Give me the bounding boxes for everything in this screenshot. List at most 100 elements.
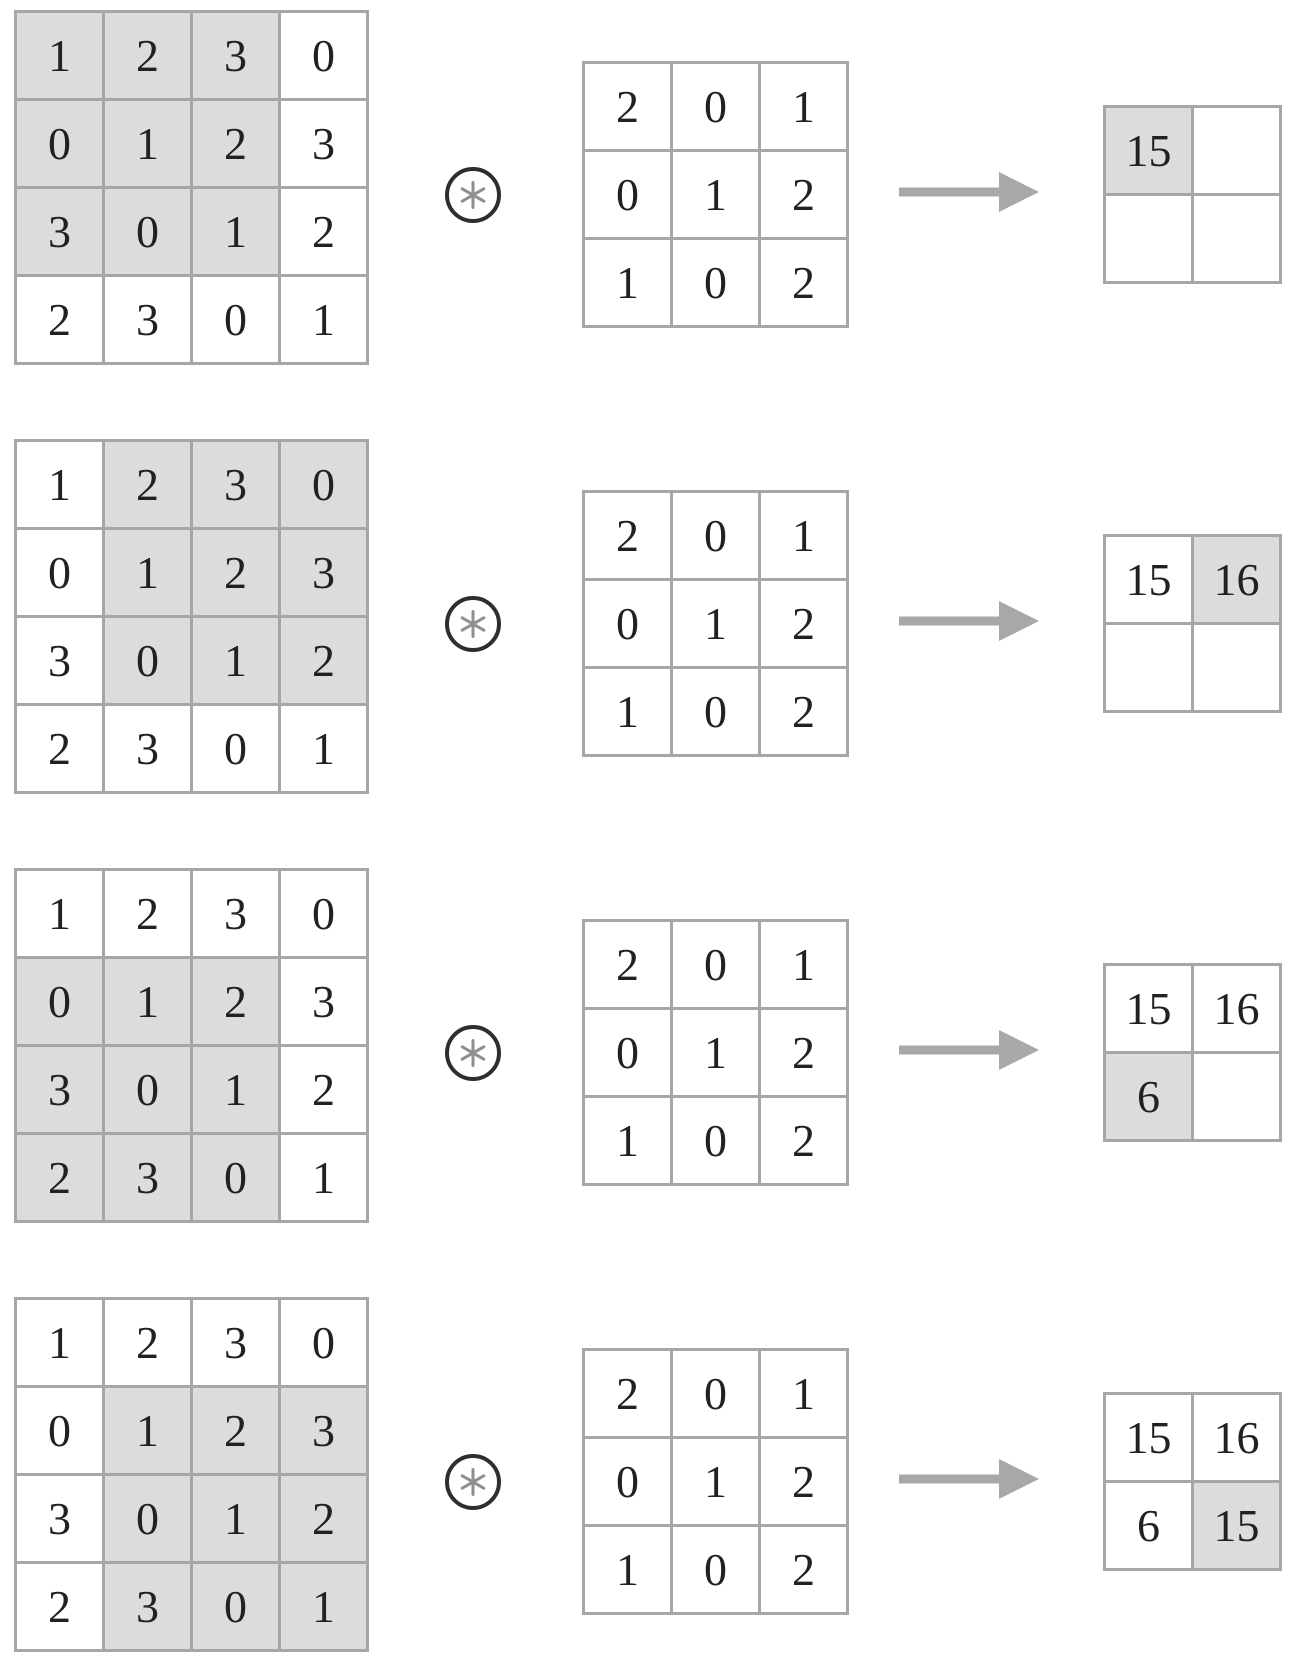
input-cell: 1 <box>281 1564 366 1649</box>
input-cell: 3 <box>193 442 278 527</box>
input-cell: 2 <box>281 1476 366 1561</box>
kernel-cell: 0 <box>673 240 758 325</box>
input-cell: 3 <box>281 959 366 1044</box>
input-cell: 1 <box>17 442 102 527</box>
input-cell: 0 <box>193 1564 278 1649</box>
input-cell: 3 <box>105 277 190 362</box>
input-cell: 2 <box>17 706 102 791</box>
input-cell: 0 <box>105 1047 190 1132</box>
input-cell: 1 <box>17 13 102 98</box>
input-cell: 1 <box>193 618 278 703</box>
kernel-cell: 2 <box>585 922 670 1007</box>
kernel-cell: 1 <box>585 1098 670 1183</box>
kernel-cell: 2 <box>761 1527 846 1612</box>
output-cell: 15 <box>1106 1395 1191 1480</box>
input-cell: 2 <box>193 101 278 186</box>
asterisk-icon <box>460 609 486 638</box>
input-cell: 1 <box>193 1476 278 1561</box>
input-cell: 1 <box>105 959 190 1044</box>
kernel-cell: 0 <box>673 922 758 1007</box>
kernel-cell: 1 <box>673 152 758 237</box>
input-cell: 1 <box>281 1135 366 1220</box>
input-cell: 2 <box>105 13 190 98</box>
kernel-cell: 1 <box>761 1351 846 1436</box>
kernel-cell: 0 <box>585 1010 670 1095</box>
input-cell: 3 <box>17 618 102 703</box>
arrow-right-icon <box>899 1456 1039 1507</box>
input-cell: 2 <box>105 442 190 527</box>
input-cell: 3 <box>193 1300 278 1385</box>
kernel-cell: 1 <box>761 493 846 578</box>
input-cell: 2 <box>193 959 278 1044</box>
kernel-cell: 0 <box>585 152 670 237</box>
output-cell: 16 <box>1194 537 1279 622</box>
convolution-operator-icon <box>445 1024 501 1081</box>
kernel-cell: 2 <box>761 1098 846 1183</box>
kernel-cell: 1 <box>673 1439 758 1524</box>
convolution-operator-icon <box>445 595 501 652</box>
input-cell: 2 <box>17 1564 102 1649</box>
input-cell: 2 <box>281 189 366 274</box>
input-cell: 2 <box>17 277 102 362</box>
input-cell: 3 <box>105 706 190 791</box>
input-cell: 0 <box>17 530 102 615</box>
input-cell: 2 <box>17 1135 102 1220</box>
input-cell: 1 <box>281 277 366 362</box>
kernel-cell: 0 <box>585 581 670 666</box>
output-cell <box>1194 625 1279 710</box>
input-cell: 0 <box>193 706 278 791</box>
input-cell: 0 <box>17 959 102 1044</box>
input-cell: 1 <box>281 706 366 791</box>
arrow-right-icon <box>899 169 1039 220</box>
kernel-cell: 0 <box>673 1098 758 1183</box>
input-cell: 2 <box>105 1300 190 1385</box>
input-cell: 1 <box>193 1047 278 1132</box>
output-cell: 6 <box>1106 1054 1191 1139</box>
asterisk-icon <box>460 180 486 209</box>
input-cell: 1 <box>105 530 190 615</box>
arrow-right-icon <box>899 1027 1039 1078</box>
kernel-cell: 2 <box>761 581 846 666</box>
output-cell <box>1106 625 1191 710</box>
input-cell: 0 <box>281 871 366 956</box>
output-cell: 15 <box>1106 537 1191 622</box>
input-cell: 3 <box>281 101 366 186</box>
kernel-cell: 2 <box>761 1439 846 1524</box>
asterisk-icon <box>460 1467 486 1496</box>
kernel-cell: 2 <box>761 1010 846 1095</box>
input-cell: 0 <box>281 1300 366 1385</box>
kernel-cell: 1 <box>761 64 846 149</box>
input-cell: 3 <box>105 1564 190 1649</box>
input-cell: 1 <box>17 1300 102 1385</box>
kernel-cell: 1 <box>585 240 670 325</box>
input-cell: 0 <box>17 1388 102 1473</box>
input-cell: 3 <box>281 1388 366 1473</box>
output-cell: 15 <box>1194 1483 1279 1568</box>
kernel-cell: 2 <box>585 1351 670 1436</box>
kernel-cell: 1 <box>585 1527 670 1612</box>
kernel-cell: 2 <box>761 240 846 325</box>
output-cell <box>1194 108 1279 193</box>
output-cell: 15 <box>1106 966 1191 1051</box>
output-matrix: 15 <box>1103 105 1282 284</box>
input-cell: 1 <box>105 101 190 186</box>
output-cell: 6 <box>1106 1483 1191 1568</box>
input-cell: 1 <box>193 189 278 274</box>
kernel-cell: 0 <box>673 64 758 149</box>
input-cell: 0 <box>193 277 278 362</box>
kernel-cell: 0 <box>585 1439 670 1524</box>
input-cell: 0 <box>281 13 366 98</box>
input-cell: 0 <box>105 189 190 274</box>
